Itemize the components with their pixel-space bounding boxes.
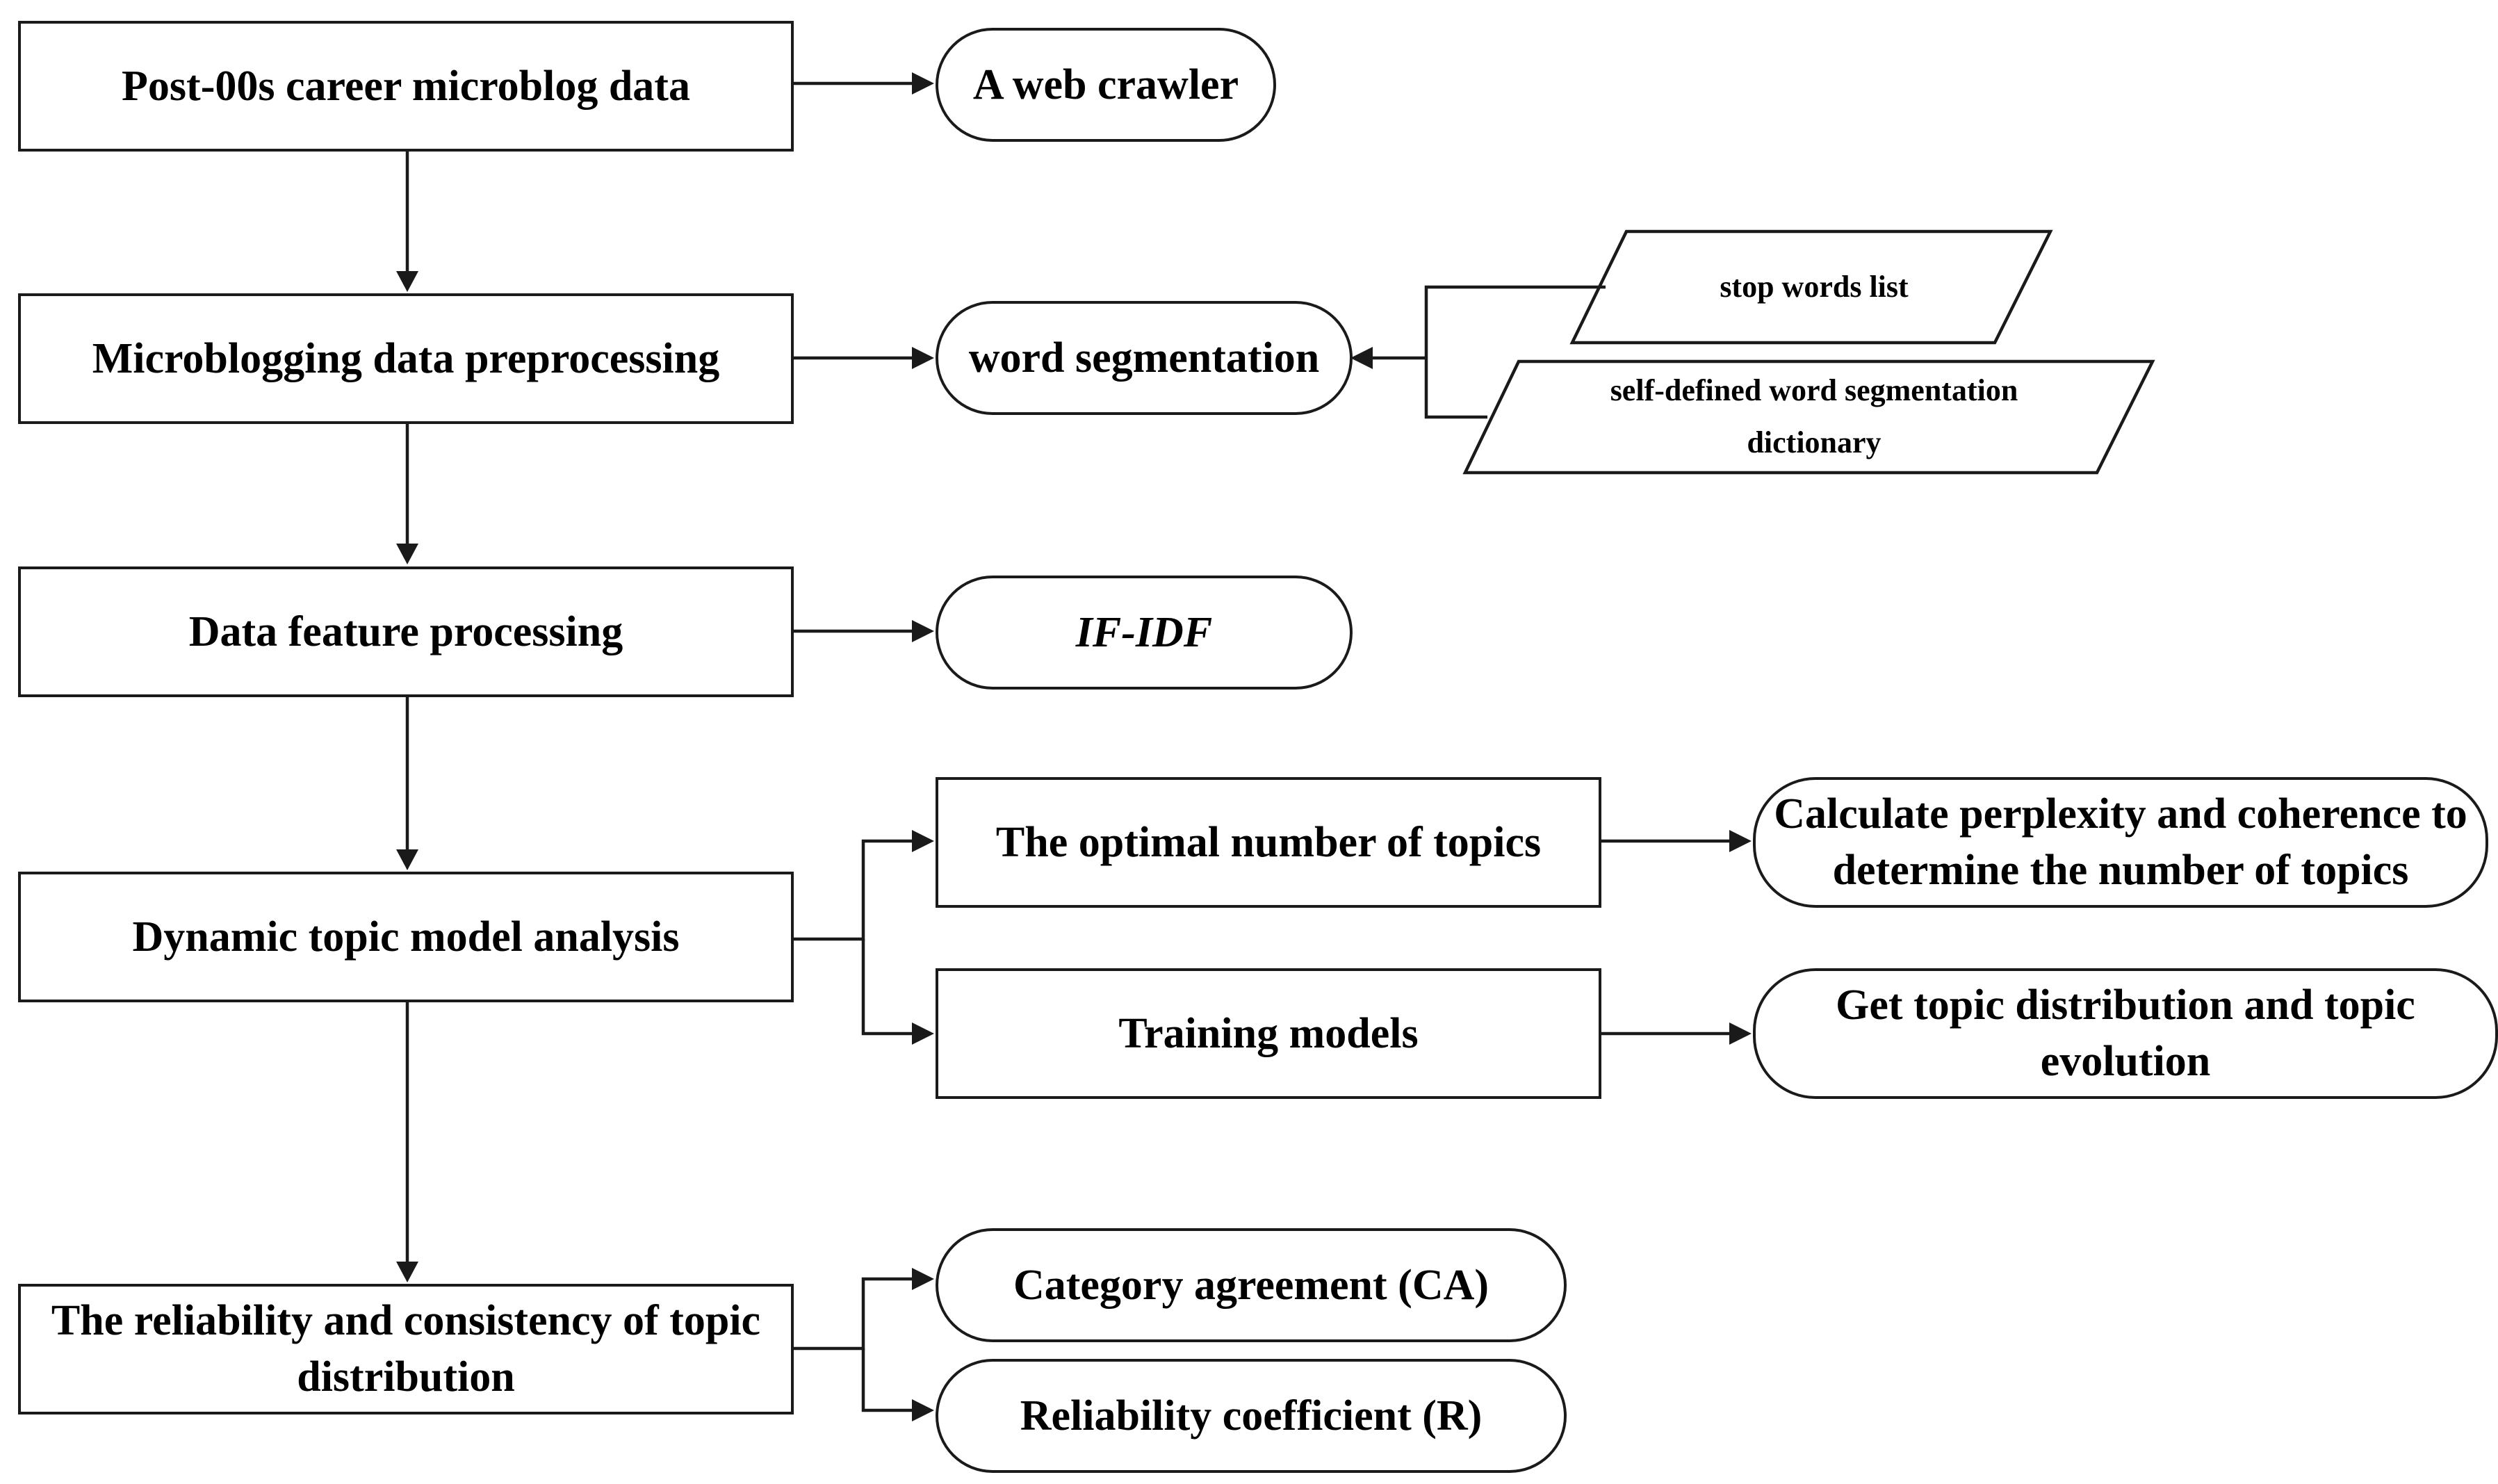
web-crawler-pill: A web crawler <box>936 28 1276 142</box>
head-tfidf <box>912 620 934 642</box>
head-ca <box>912 1268 934 1290</box>
optimal-topics-box: The optimal number of topics <box>936 777 1601 908</box>
step-1-box: Post-00s career microblog data <box>18 21 794 152</box>
perplexity-label: Calculate perplexity and coherence to de… <box>1774 790 2467 894</box>
head-training <box>912 1022 934 1045</box>
head-s3 <box>396 544 418 564</box>
perplexity-pill: Calculate perplexity and coherence to de… <box>1753 777 2488 908</box>
head-crawler <box>912 72 934 95</box>
word-segmentation-label: word segmentation <box>968 334 1320 382</box>
step-3-label: Data feature processing <box>188 608 623 655</box>
topic-distribution-label: Get topic distribution and topic evoluti… <box>1836 981 2415 1085</box>
training-models-label: Training models <box>1118 1009 1419 1057</box>
step-4-box: Dynamic topic model analysis <box>18 872 794 1002</box>
step-2-label: Microblogging data preprocessing <box>92 334 720 382</box>
stop-words-list-label: stop words list <box>1720 269 1909 304</box>
tfidf-pill: IF-IDF <box>936 576 1353 690</box>
tfidf-label: IF-IDF <box>1075 608 1213 656</box>
stopwords-shape <box>1569 229 2053 345</box>
dictionary-label: self-defined word segmentation dictionar… <box>1610 373 2018 459</box>
reliability-coefficient-pill: Reliability coefficient (R) <box>936 1359 1567 1473</box>
head-distribution <box>1729 1022 1752 1045</box>
bracket-inputs <box>1424 285 1606 419</box>
head-inputs <box>1350 347 1373 369</box>
step-4-label: Dynamic topic model analysis <box>132 913 680 961</box>
head-perplexity <box>1729 830 1752 852</box>
arrowheads <box>396 72 1752 1421</box>
reliability-coefficient-label: Reliability coefficient (R) <box>1020 1392 1483 1440</box>
category-agreement-label: Category agreement (CA) <box>1013 1261 1489 1309</box>
word-segmentation-pill: word segmentation <box>936 301 1353 415</box>
branch-s4 <box>794 839 912 941</box>
step-5-label: The reliability and consistency of topic… <box>51 1297 761 1401</box>
head-optimal <box>912 830 934 852</box>
head-r <box>912 1399 934 1421</box>
head-segmentation <box>912 347 934 369</box>
branch-s4-lower <box>861 939 912 1036</box>
step-1-label: Post-00s career microblog data <box>122 62 690 110</box>
step-3-box: Data feature processing <box>18 566 794 697</box>
dictionary-shape <box>1462 359 2155 475</box>
step-2-box: Microblogging data preprocessing <box>18 293 794 424</box>
step-5-box: The reliability and consistency of topic… <box>18 1284 794 1414</box>
category-agreement-pill: Category agreement (CA) <box>936 1228 1567 1342</box>
branch-s5 <box>794 1277 912 1351</box>
web-crawler-label: A web crawler <box>972 60 1239 108</box>
optimal-topics-label: The optimal number of topics <box>995 818 1542 866</box>
head-s5 <box>396 1262 418 1282</box>
branch-s5-lower <box>861 1348 912 1412</box>
head-s2 <box>396 271 418 292</box>
head-s4 <box>396 849 418 870</box>
topic-distribution-pill: Get topic distribution and topic evoluti… <box>1753 968 2498 1099</box>
training-models-box: Training models <box>936 968 1601 1099</box>
